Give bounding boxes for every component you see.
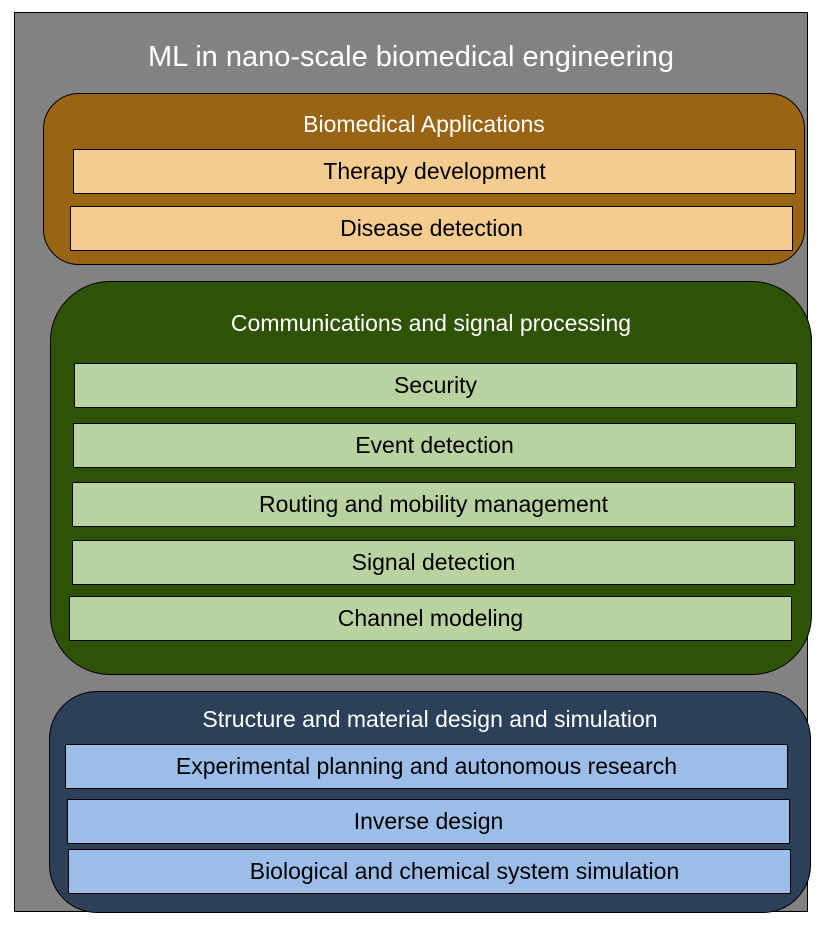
group-structure-material-design: Structure and material design and simula… xyxy=(49,691,811,913)
item-disease-detection: Disease detection xyxy=(70,206,793,251)
item-channel-modeling: Channel modeling xyxy=(69,596,792,641)
item-event-detection: Event detection xyxy=(73,423,796,468)
item-security: Security xyxy=(74,363,797,408)
group-biomedical-applications: Biomedical Applications Therapy developm… xyxy=(43,93,805,265)
group-communications-signal-processing: Communications and signal processing Sec… xyxy=(50,281,812,675)
diagram-title: ML in nano-scale biomedical engineering xyxy=(147,41,675,73)
group-title-biomedical: Biomedical Applications xyxy=(303,111,545,137)
item-therapy-development: Therapy development xyxy=(73,149,796,194)
item-signal-detection: Signal detection xyxy=(72,540,795,585)
group-title-communications: Communications and signal processing xyxy=(230,310,632,336)
item-inverse-design: Inverse design xyxy=(67,799,790,844)
item-biological-chemical-simulation: Biological and chemical system simulatio… xyxy=(68,849,791,894)
group-title-structure: Structure and material design and simula… xyxy=(202,706,658,732)
item-experimental-planning: Experimental planning and autonomous res… xyxy=(65,744,788,789)
outer-frame: ML in nano-scale biomedical engineering … xyxy=(14,12,812,913)
item-routing-mobility-management: Routing and mobility management xyxy=(72,482,795,527)
